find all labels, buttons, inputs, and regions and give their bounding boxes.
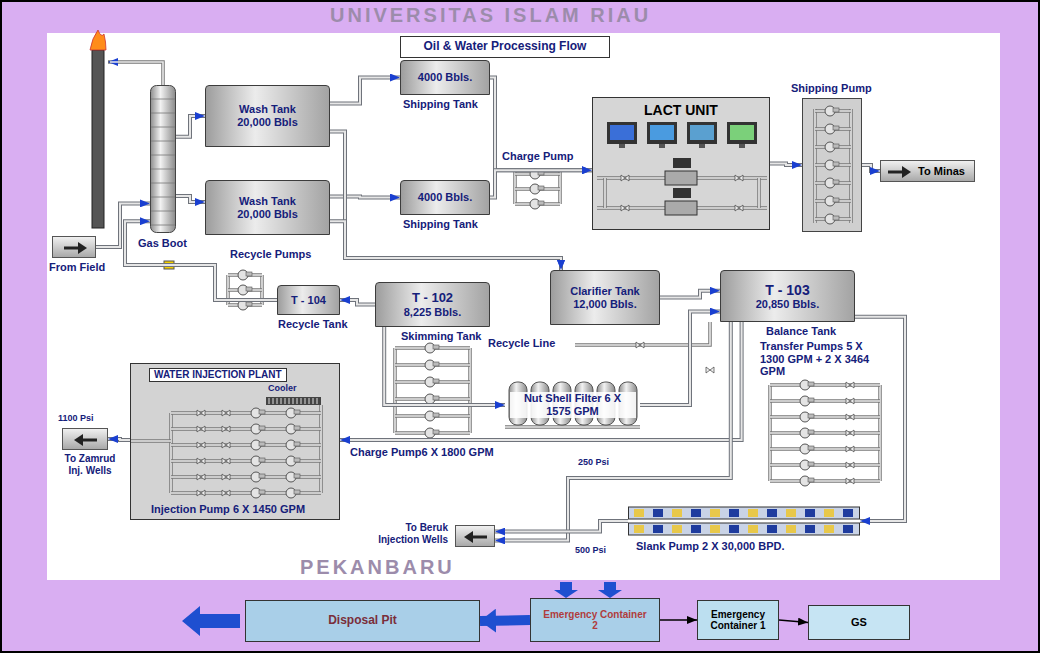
ar-symbol (53, 237, 97, 259)
inj-symbol (131, 364, 341, 521)
pipe-connector (779, 620, 808, 623)
pipe-label: 1100 Psi (58, 413, 94, 423)
node-label: 4000 Bbls. (418, 71, 472, 84)
pipe-connector (862, 165, 880, 171)
pipe-connector (770, 164, 802, 166)
pipe-connector (340, 322, 742, 440)
watermark: PEKANBARU (300, 556, 455, 579)
node-label: Wash Tank 20,000 Bbls (227, 103, 309, 128)
shipping-tank: 4000 Bbls.Shipping Tank (400, 180, 490, 215)
spump-symbol (803, 99, 863, 233)
pipe-label: Cooler (268, 383, 297, 393)
pipe-connector (330, 78, 400, 104)
gs-box: GS (808, 605, 910, 640)
node-label: Skimming Tank (401, 330, 481, 343)
pipe-connector (108, 439, 130, 441)
pipe-label: Recycle Pumps (230, 248, 311, 261)
pipe-connector (660, 620, 697, 621)
outlet-box: To Minas (880, 160, 975, 182)
node-label: T - 104 (291, 294, 326, 307)
watermark: UNIVERSITAS ISLAM RIAU (330, 4, 651, 27)
node-label: Emergency Container 2 (540, 609, 650, 632)
pipe-connector (480, 620, 530, 621)
node-label: Emergency Container 1 (701, 609, 775, 632)
node-label: T - 102 (412, 291, 453, 306)
node-label: Gas Boot (138, 237, 187, 250)
node-label: To Minas (890, 165, 965, 178)
node-label: T - 103 (765, 282, 809, 298)
pipe-connector (490, 78, 592, 171)
pipe-label: 500 Psi (575, 545, 606, 555)
al-symbol (456, 526, 496, 548)
shipping-tank: 4000 Bbls.Shipping Tank (400, 60, 490, 95)
pipe-connector (495, 521, 628, 532)
pipe-label: Charge Pump6 X 1800 GPM (350, 446, 494, 459)
node-label: LACT UNIT (593, 102, 769, 118)
node-label: Recycle Tank (278, 318, 348, 331)
pipe-connector (660, 291, 720, 298)
recycle-tank: T - 104Recycle Tank (277, 285, 340, 315)
pipe-connector (490, 170, 592, 197)
pipe-connector (640, 312, 720, 405)
nut-shell-filter: Nut Shell Filter 6 X 1575 GPM (505, 380, 640, 430)
node-label: Shipping Tank (403, 218, 478, 231)
white-panel (47, 33, 1000, 580)
clarifier-tank: Clarifier Tank 12,000 Bbls. (550, 270, 660, 325)
pipe-connector (176, 196, 205, 202)
node-label: Shipping Tank (403, 98, 478, 111)
node-label: Balance Tank (766, 325, 836, 338)
node-label: Disposal Pit (328, 614, 397, 628)
node-label: Wash Tank 20,000 Bbls (227, 195, 309, 220)
outlet-box: To Beruk Injection Wells (455, 525, 495, 547)
al-symbol (63, 429, 109, 451)
pipe-label: Charge Pump (502, 150, 574, 163)
wash-tank: Wash Tank 20,000 Bbls (205, 180, 330, 235)
node-label: Clarifier Tank 12,000 Bbls. (560, 285, 650, 310)
pipe-connector (340, 300, 375, 305)
node-label: GS (851, 616, 867, 629)
inlet-box: From Field (52, 236, 96, 258)
node-label: From Field (49, 261, 105, 274)
outlet-box: To Zamrud Inj. Wells (62, 428, 108, 450)
slank-pump: Slank Pump 2 X 30,000 BPD. (628, 505, 860, 537)
pipe-label: Transfer Pumps 5 X 1300 GPM + 2 X 3464 G… (760, 340, 878, 378)
wash-tank: Wash Tank 20,000 Bbls (205, 85, 330, 147)
boot-symbol (150, 85, 176, 233)
slank-symbol (628, 505, 860, 537)
node-label: Shipping Pump (791, 82, 872, 95)
node-label: 20,850 Bbls. (756, 298, 820, 311)
disposal-pit: Disposal Pit (245, 600, 480, 642)
node-label: To Zamrud Inj. Wells (59, 453, 121, 476)
node-label: Slank Pump 2 X 30,000 BPD. (636, 540, 785, 553)
balance-tank: T - 10320,850 Bbls.Balance Tank (720, 270, 855, 322)
pipe-label: 250 Psi (578, 457, 609, 467)
pipe-label: Recycle Line (488, 337, 555, 350)
shipping-pump: Shipping Pump (802, 98, 862, 232)
emergency-container: Emergency Container 2 (530, 598, 660, 642)
skimming-tank: T - 1028,225 Bbls.Skimming Tank (375, 282, 490, 327)
node-label: Nut Shell Filter 6 X 1575 GPM (510, 392, 636, 417)
node-label: 4000 Bbls. (418, 191, 472, 204)
pipe-connector (176, 116, 205, 137)
pipe-connector (330, 197, 400, 198)
pipe-connector (384, 327, 505, 405)
node-label: Injection Pump 6 X 1450 GPM (151, 503, 305, 516)
node-label: To Beruk Injection Wells (366, 522, 448, 545)
title-box: Oil & Water Processing Flow (400, 36, 610, 58)
lact-unit: LACT UNIT (592, 97, 770, 230)
emergency-container: Emergency Container 1 (697, 600, 779, 640)
node-label: Oil & Water Processing Flow (424, 40, 587, 54)
injection-plant: WATER INJECTION PLANT Injection Pump 6 X … (130, 363, 340, 520)
node-label: 8,225 Bbls. (404, 306, 461, 319)
node-label: WATER INJECTION PLANT (149, 368, 287, 382)
gas-boot: Gas Boot (150, 85, 176, 233)
